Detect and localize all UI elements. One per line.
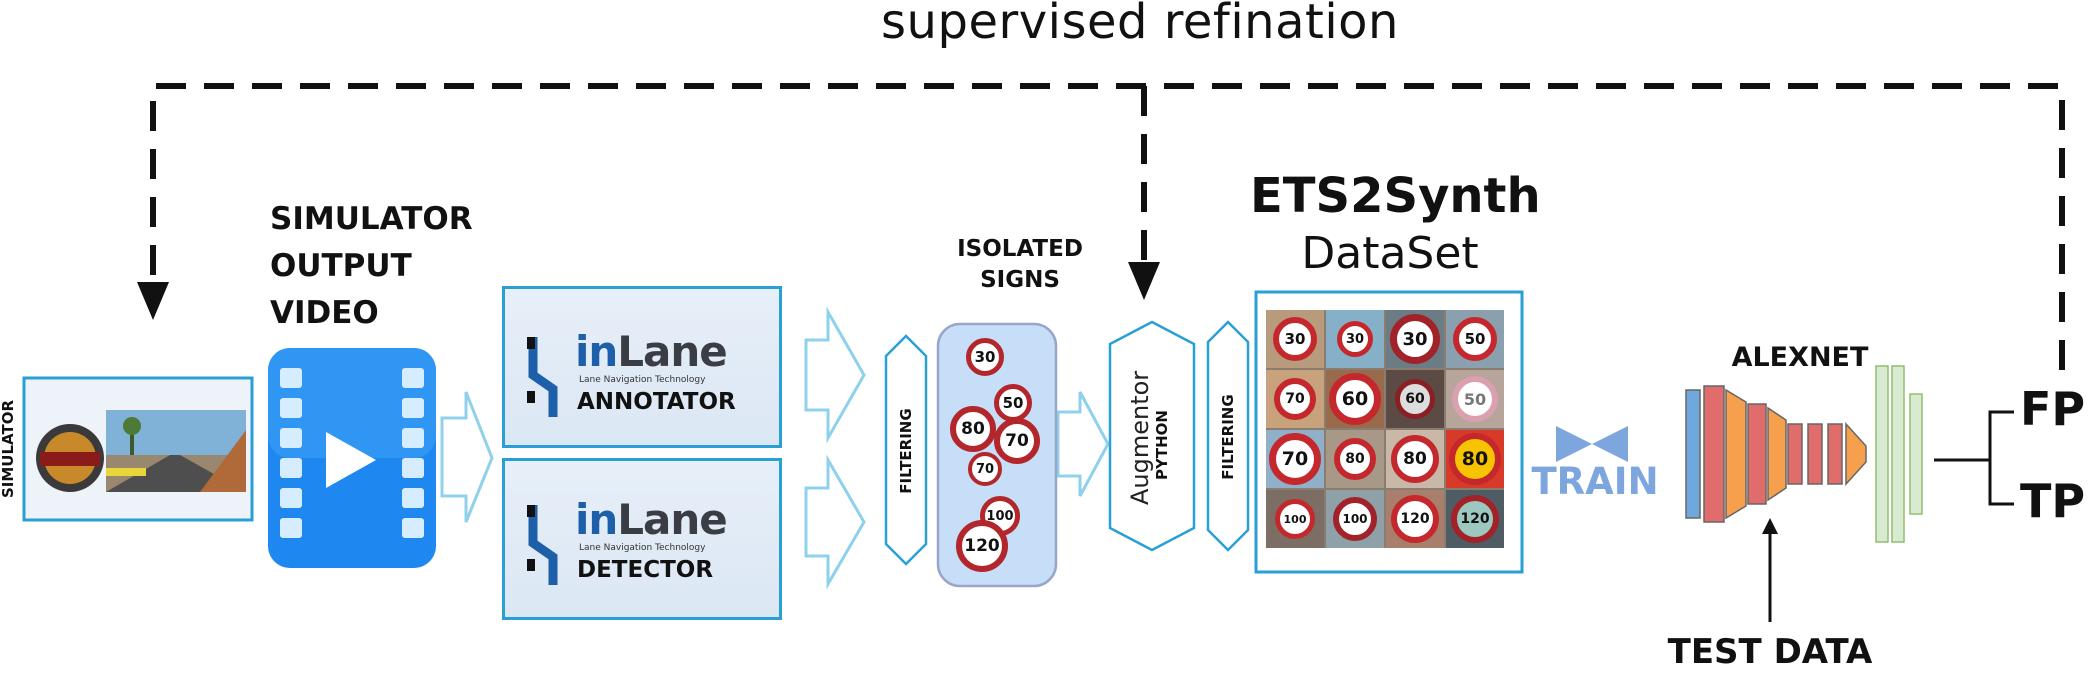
dataset-sign: 80 — [1391, 435, 1439, 483]
dataset-tile: 100 — [1326, 490, 1384, 548]
inlane-detector-box: inLane Lane Navigation Technology DETECT… — [502, 458, 782, 620]
alexnet-architecture — [1685, 365, 1923, 543]
dataset-sign: 80 — [1334, 438, 1376, 480]
dataset-tile: 100 — [1266, 490, 1324, 548]
isolated-signs-line-2: SIGNS — [980, 267, 1060, 293]
dataset-title: ETS2Synth — [1250, 168, 1541, 224]
video-icon — [268, 348, 436, 568]
dataset-tile: 80 — [1446, 430, 1504, 488]
sign-image: 50 — [994, 384, 1032, 422]
game-screenshot — [106, 410, 246, 492]
arrow-video-to-inlane — [440, 391, 494, 523]
simulator-output-line-2: OUTPUT — [270, 248, 412, 284]
inlane-wordmark: inLane — [575, 327, 728, 376]
inlane-logo-icon — [527, 337, 558, 417]
dataset-tile: 50 — [1446, 370, 1504, 428]
output-bracket — [1934, 410, 2014, 506]
feedback-arrowhead-augmentor — [1128, 262, 1160, 300]
dataset-sign: 70 — [1274, 378, 1316, 420]
isolated-signs-label: ISOLATED SIGNS — [920, 234, 1120, 296]
test-data-label: TEST DATA — [1667, 632, 1873, 672]
simulator-output-line-3: VIDEO — [270, 295, 379, 331]
augmentor-name: Augmentor — [1126, 370, 1154, 505]
augmentor-shape — [1108, 320, 1196, 552]
inlane-wordmark: inLane — [575, 495, 728, 544]
feedback-loop-dashed — [150, 83, 2065, 370]
inlane-annotator-box: inLane Lane Navigation Technology ANNOTA… — [502, 286, 782, 448]
filtering-label-2: FILTERING — [1219, 394, 1237, 480]
fp-label: FP — [2020, 382, 2086, 436]
dataset-subtitle: DataSet — [1301, 228, 1479, 279]
dataset-sign: 60 — [1395, 379, 1435, 419]
simulator-side-label: SIMULATOR — [0, 399, 17, 499]
sign-image: 80 — [950, 406, 996, 452]
dataset-tile: 120 — [1446, 490, 1504, 548]
dataset-tile: 60 — [1386, 370, 1444, 428]
dataset-sign: 60 — [1329, 373, 1381, 425]
dataset-tile: 70 — [1266, 370, 1324, 428]
isolated-signs-line-1: ISOLATED — [957, 236, 1083, 262]
alexnet-label: ALEXNET — [1731, 342, 1869, 373]
dataset-tile: 30 — [1326, 310, 1384, 368]
dataset-sign: 70 — [1269, 433, 1321, 485]
dataset-sign: 80 — [1449, 433, 1501, 485]
dataset-tile: 30 — [1386, 310, 1444, 368]
dataset-tile: 120 — [1386, 490, 1444, 548]
sign-image: 70 — [968, 452, 1002, 486]
feedback-arrowhead-simulator — [137, 282, 169, 320]
inlane-tagline: Lane Navigation Technology — [579, 375, 706, 385]
flow-arrows — [440, 306, 1110, 590]
dataset-tile: 80 — [1386, 430, 1444, 488]
train-label: TRAIN — [1531, 460, 1659, 503]
inlane-tagline: Lane Navigation Technology — [579, 543, 706, 553]
filtering-shape-2 — [1206, 320, 1250, 552]
arrow-annotator-to-filter — [804, 306, 866, 444]
augmentor-lang: PYTHON — [1153, 410, 1171, 480]
game-logo-icon — [36, 424, 104, 492]
filtering-shape-1 — [884, 334, 928, 566]
diagram-title: supervised refination — [881, 0, 1399, 50]
sign-image: 30 — [966, 338, 1004, 376]
dataset-sign: 50 — [1452, 376, 1498, 422]
dataset-tile: 80 — [1326, 430, 1384, 488]
simulator-output-line-1: SIMULATOR — [270, 201, 473, 237]
dataset-tile: 60 — [1326, 370, 1384, 428]
dataset-grid: 30 30 30 50 70 60 60 50 70 80 80 80 100 … — [1266, 310, 1504, 548]
dataset-sign: 30 — [1390, 314, 1440, 364]
inlane-logo-icon — [527, 505, 558, 585]
filtering-label-1: FILTERING — [897, 408, 915, 494]
arrow-signs-to-augmentor — [1056, 391, 1110, 497]
simulator-output-label: SIMULATOR OUTPUT VIDEO — [270, 196, 473, 337]
detector-label: DETECTOR — [577, 557, 714, 583]
dataset-sign: 30 — [1273, 317, 1317, 361]
annotator-label: ANNOTATOR — [577, 389, 736, 415]
dataset-tile: 50 — [1446, 310, 1504, 368]
sign-image: 120 — [956, 520, 1008, 572]
dataset-sign: 100 — [1333, 497, 1377, 541]
dataset-sign: 30 — [1337, 321, 1373, 357]
sign-image: 70 — [994, 418, 1040, 464]
augmentor-label: Augmentor PYTHON — [1126, 370, 1177, 505]
tp-label: TP — [2020, 474, 2086, 528]
train-bowtie-icon — [1556, 426, 1628, 462]
dataset-sign: 120 — [1391, 495, 1439, 543]
isolated-signs-collage: 30 50 80 70 70 100 120 — [938, 324, 1056, 586]
dataset-sign: 50 — [1453, 317, 1497, 361]
dataset-tile: 30 — [1266, 310, 1324, 368]
arrow-detector-to-filter — [804, 454, 866, 590]
dataset-sign: 100 — [1275, 499, 1315, 539]
dataset-tile: 70 — [1266, 430, 1324, 488]
dataset-sign: 120 — [1451, 495, 1499, 543]
